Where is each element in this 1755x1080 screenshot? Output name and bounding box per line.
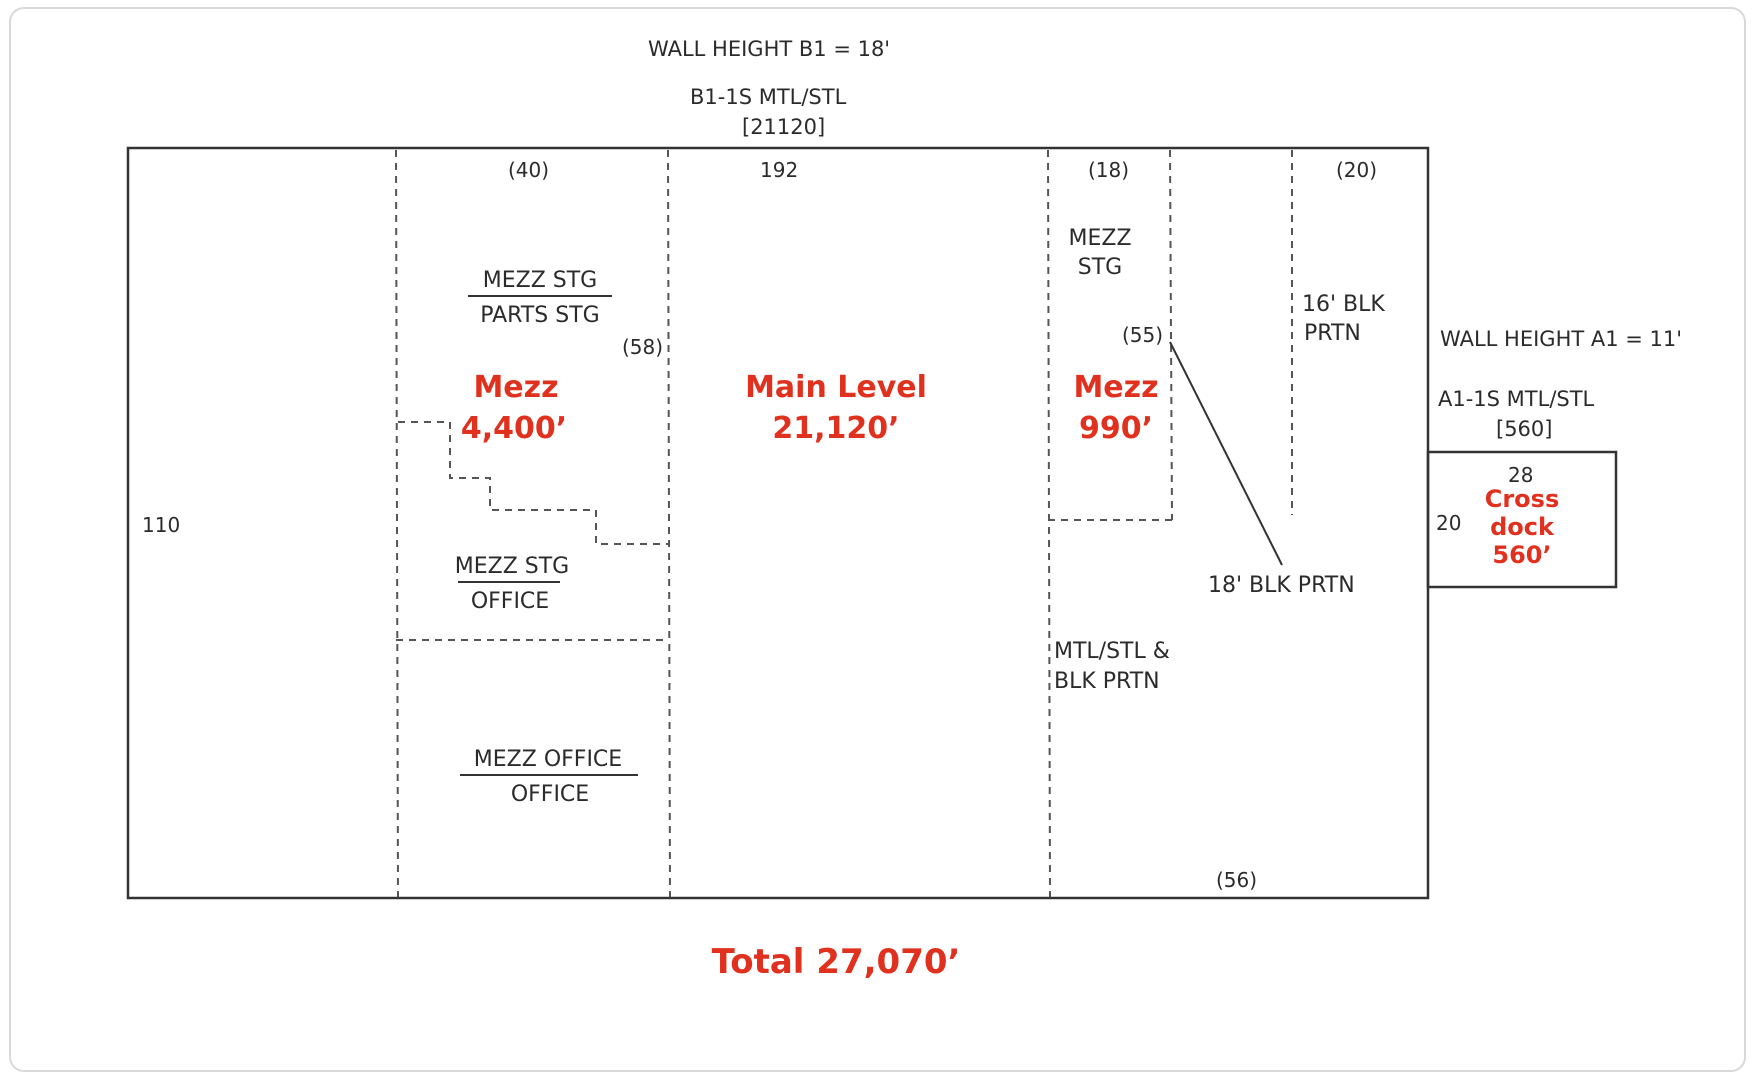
callout-mezz-right-title: Mezz xyxy=(1073,370,1158,405)
callout-crossdock-1: Cross xyxy=(1485,485,1560,513)
bldg-b1-area: [21120] xyxy=(742,115,825,139)
room-mezz-stg-mid: MEZZ STG xyxy=(455,554,569,579)
dim-seg-18: (18) xyxy=(1088,158,1129,182)
room-office-mid: OFFICE xyxy=(471,589,549,614)
callout-mezz-left-title: Mezz xyxy=(473,370,558,405)
room-mezz-right-2: STG xyxy=(1078,255,1122,280)
dim-a1-length: 28 xyxy=(1508,463,1533,487)
dim-b1-length: 192 xyxy=(760,158,798,182)
wall-height-b1: WALL HEIGHT B1 = 18' xyxy=(648,37,890,61)
callout-main-area: 21,120’ xyxy=(772,411,899,446)
callout-crossdock-3: 560’ xyxy=(1492,541,1551,569)
room-parts-stg: PARTS STG xyxy=(480,303,599,328)
room-mtl-stl-1: MTL/STL & xyxy=(1054,639,1170,664)
callout-mezz-right-area: 990’ xyxy=(1079,411,1153,446)
callout-total: Total 27,070’ xyxy=(712,942,961,982)
room-blk-prtn-16-1: 16' BLK xyxy=(1302,292,1385,317)
wall-height-a1: WALL HEIGHT A1 = 11' xyxy=(1440,327,1682,351)
partition-lines xyxy=(395,149,1293,898)
room-mezz-stg-top: MEZZ STG xyxy=(483,268,597,293)
callout-main-title: Main Level xyxy=(745,370,927,405)
room-mezz-right-1: MEZZ xyxy=(1068,226,1131,251)
dim-b1-width: 110 xyxy=(142,513,180,537)
room-blk-prtn-18: 18' BLK PRTN xyxy=(1208,573,1355,598)
callout-crossdock-2: dock xyxy=(1490,513,1555,541)
bldg-a1-type: A1-1S MTL/STL xyxy=(1438,387,1595,411)
dim-seg-20: (20) xyxy=(1336,158,1377,182)
bldg-b1-type: B1-1S MTL/STL xyxy=(690,85,847,109)
blk-prtn-18-leader xyxy=(1169,341,1283,566)
room-blk-prtn-16-2: PRTN xyxy=(1304,321,1361,346)
dim-seg-56: (56) xyxy=(1216,868,1257,892)
dim-seg-58: (58) xyxy=(622,335,663,359)
room-mtl-stl-2: BLK PRTN xyxy=(1054,669,1160,694)
room-mezz-office: MEZZ OFFICE xyxy=(474,747,622,772)
room-office-bottom: OFFICE xyxy=(511,782,589,807)
dim-seg-40: (40) xyxy=(508,158,549,182)
callout-mezz-left-area: 4,400’ xyxy=(461,411,567,446)
partition-mezz-step xyxy=(398,421,668,545)
dim-seg-55: (55) xyxy=(1122,323,1163,347)
card-frame xyxy=(9,7,1746,1072)
partition-mezz-right xyxy=(1169,149,1173,521)
dim-a1-width: 20 xyxy=(1436,511,1461,535)
bldg-a1-area: [560] xyxy=(1496,417,1552,441)
building-a1-outline xyxy=(1426,450,1618,589)
